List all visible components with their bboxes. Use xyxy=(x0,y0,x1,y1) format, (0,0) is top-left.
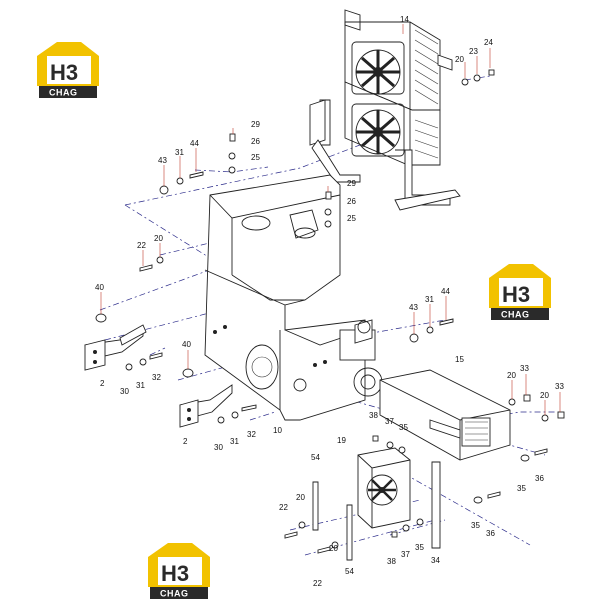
callout-label: 31 xyxy=(136,381,145,390)
callout-label: 38 xyxy=(387,557,396,566)
logo-mark: H3 xyxy=(502,282,530,307)
callout-label: 32 xyxy=(152,373,161,382)
oil-cooler xyxy=(357,447,411,529)
callout-label: 31 xyxy=(230,437,239,446)
mount-strap xyxy=(312,481,319,531)
callout-label: 26 xyxy=(347,197,356,206)
callout-label: 34 xyxy=(431,556,440,565)
callout-label: 37 xyxy=(385,417,394,426)
callout-label: 29 xyxy=(251,120,260,129)
callout-label: 19 xyxy=(337,436,346,445)
callout-label: 20 xyxy=(507,371,516,380)
callout-label: 22 xyxy=(137,241,146,250)
callout-label: 25 xyxy=(251,153,260,162)
brand-logo: H3 CHAG xyxy=(37,42,99,98)
callout-label: 43 xyxy=(409,303,418,312)
callout-label: 29 xyxy=(347,179,356,188)
mount-bracket xyxy=(179,384,233,428)
hydraulic-tank xyxy=(204,174,383,421)
brand-logo: H3 CHAG xyxy=(489,264,551,320)
callout-label: 35 xyxy=(471,521,480,530)
logo-text: CHAG xyxy=(49,88,78,98)
callout-label: 30 xyxy=(120,387,129,396)
callout-label: 24 xyxy=(484,38,493,47)
callout-label: 44 xyxy=(190,139,199,148)
callout-label: 31 xyxy=(425,295,434,304)
callout-label: 36 xyxy=(486,529,495,538)
mount-strap xyxy=(431,461,441,549)
callout-label: 37 xyxy=(401,550,410,559)
fasteners xyxy=(95,69,565,554)
callout-label: 22 xyxy=(279,503,288,512)
callout-label: 35 xyxy=(399,423,408,432)
callout-label: 31 xyxy=(175,148,184,157)
logo-text: CHAG xyxy=(501,310,530,320)
cover-plate xyxy=(379,369,511,461)
callout-label: 40 xyxy=(182,340,191,349)
callout-label: 2 xyxy=(183,437,188,446)
callout-label: 25 xyxy=(347,214,356,223)
callout-label: 33 xyxy=(555,382,564,391)
callout-label: 44 xyxy=(441,287,450,296)
callout-label: 40 xyxy=(95,283,104,292)
callout-label: 20 xyxy=(540,391,549,400)
mount-strap xyxy=(346,504,353,561)
callout-label: 10 xyxy=(273,426,282,435)
leader-lines xyxy=(100,24,561,415)
mount-bracket xyxy=(84,324,147,371)
callout-label: 14 xyxy=(400,15,409,24)
callout-label: 15 xyxy=(455,355,464,364)
callout-label: 20 xyxy=(455,55,464,64)
callout-label: 54 xyxy=(345,567,354,576)
callout-label: 54 xyxy=(311,453,320,462)
radiator-assembly xyxy=(309,9,461,211)
logo-mark: H3 xyxy=(50,60,78,85)
callout-label: 30 xyxy=(214,443,223,452)
callout-label: 2 xyxy=(100,379,105,388)
callout-label: 43 xyxy=(158,156,167,165)
callout-label: 33 xyxy=(520,364,529,373)
logo-mark: H3 xyxy=(161,561,189,586)
part-callouts: 14 20 23 24 29 26 25 44 31 43 29 26 25 2… xyxy=(95,15,564,588)
callout-label: 32 xyxy=(247,430,256,439)
callout-label: 20 xyxy=(154,234,163,243)
callout-label: 20 xyxy=(329,544,338,553)
callout-label: 35 xyxy=(517,484,526,493)
callout-label: 26 xyxy=(251,137,260,146)
brand-logo: H3 CHAG xyxy=(148,543,210,599)
callout-label: 23 xyxy=(469,47,478,56)
callout-label: 38 xyxy=(369,411,378,420)
callout-label: 36 xyxy=(535,474,544,483)
callout-label: 20 xyxy=(296,493,305,502)
logo-text: CHAG xyxy=(160,589,189,599)
callout-label: 35 xyxy=(415,543,424,552)
callout-label: 22 xyxy=(313,579,322,588)
